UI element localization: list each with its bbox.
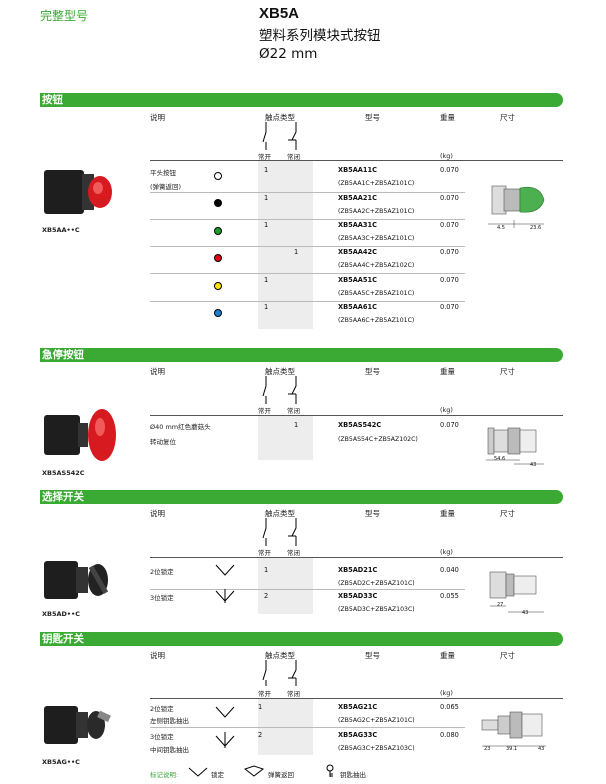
- col-model: 型号: [365, 651, 380, 660]
- col-weight: 重量: [440, 113, 455, 122]
- page-subtitle: 塑料系列模块式按钮: [259, 28, 381, 44]
- color-blue-icon: [214, 309, 222, 317]
- color-white-icon: [214, 172, 222, 180]
- page-diameter: Ø22 mm: [259, 46, 318, 62]
- dimension-drawing-key-switch: [481, 711, 546, 747]
- lock-legend-icon: [188, 767, 208, 777]
- col-no: 常开: [258, 407, 271, 415]
- desc-line: Ø40 mm红色蘑菇头: [150, 423, 211, 431]
- section-bar-pushbutton: 按钮: [40, 93, 563, 107]
- page-title: XB5A: [259, 5, 300, 22]
- product-label: XB5AG••C: [42, 758, 80, 766]
- pushbutton-product-image: [44, 170, 112, 214]
- section-title: 选择开关: [42, 491, 84, 503]
- col-no: 常开: [258, 690, 271, 698]
- col-weight: 重量: [440, 651, 455, 660]
- col-weight: 重量: [440, 509, 455, 518]
- color-black-icon: [214, 199, 222, 207]
- section-bar-selector-switch: 选择开关: [40, 490, 563, 504]
- col-contact-type: 触点类型: [265, 367, 295, 376]
- spring-return-legend-icon: [243, 765, 265, 777]
- col-nc: 常闭: [287, 690, 300, 698]
- color-yellow-icon: [214, 282, 222, 290]
- lock-2pos-icon: [215, 564, 235, 576]
- col-no: 常开: [258, 153, 271, 161]
- key-removal-legend-icon: [326, 764, 334, 777]
- dim-label: 27: [497, 602, 504, 608]
- dim-label: 43: [538, 746, 545, 752]
- contact-column-shade: [258, 558, 313, 614]
- col-contact-type: 触点类型: [265, 113, 295, 122]
- contact-symbol-icon: [262, 376, 297, 404]
- col-size: 尺寸: [500, 509, 515, 518]
- section-title: 按钮: [42, 94, 63, 106]
- desc-line: (弹簧返回): [150, 183, 182, 191]
- col-kg: (kg): [440, 406, 453, 414]
- dimension-drawing-pushbutton: [488, 185, 545, 228]
- lock-3pos-icon: [215, 589, 235, 603]
- legend-lock: 锁定: [211, 771, 224, 779]
- col-weight: 重量: [440, 367, 455, 376]
- col-no: 常开: [258, 549, 271, 557]
- col-nc: 常闭: [287, 407, 300, 415]
- dim-label: 23: [484, 746, 491, 752]
- product-label: XB5AD••C: [42, 610, 80, 618]
- dimension-drawing-selector-switch: [489, 571, 544, 613]
- col-desc: 说明: [150, 367, 165, 376]
- color-red-icon: [214, 254, 222, 262]
- dim-label: 4.5: [497, 225, 505, 231]
- section-bar-key-switch: 钥匙开关: [40, 632, 563, 646]
- contact-symbol-icon: [262, 122, 297, 150]
- col-contact-type: 触点类型: [265, 651, 295, 660]
- section-title: 钥匙开关: [42, 633, 84, 645]
- key-switch-product-image: [44, 706, 111, 744]
- dim-label: 39.1: [506, 746, 518, 752]
- section-title: 急停按钮: [42, 349, 84, 361]
- dim-label: 23.6: [530, 225, 542, 231]
- col-size: 尺寸: [500, 113, 515, 122]
- legend-key: 钥匙抽出: [340, 771, 366, 779]
- col-kg: (kg): [440, 548, 453, 556]
- col-kg: (kg): [440, 152, 453, 160]
- color-green-icon: [214, 227, 222, 235]
- col-model: 型号: [365, 113, 380, 122]
- col-desc: 说明: [150, 651, 165, 660]
- dim-label: 43: [522, 610, 529, 616]
- lock-3pos-icon: [215, 732, 235, 748]
- col-contact-type: 触点类型: [265, 509, 295, 518]
- desc-line: 转动复位: [150, 438, 176, 446]
- desc-line: 平头按钮: [150, 169, 176, 177]
- col-size: 尺寸: [500, 367, 515, 376]
- legend-spring: 弹簧返回: [268, 771, 294, 779]
- lock-2pos-icon: [215, 706, 235, 718]
- col-model: 型号: [365, 509, 380, 518]
- dim-label: 54.6: [494, 456, 506, 462]
- page-category-label: 完整型号: [40, 9, 89, 23]
- emergency-stop-product-image: [44, 409, 116, 461]
- contact-symbol-icon: [262, 518, 297, 546]
- col-kg: (kg): [440, 689, 453, 697]
- col-nc: 常闭: [287, 549, 300, 557]
- col-size: 尺寸: [500, 651, 515, 660]
- col-desc: 说明: [150, 113, 165, 122]
- product-label: XB5AA••C: [42, 226, 80, 234]
- product-label: XB5AS542C: [42, 469, 85, 477]
- selector-switch-product-image: [44, 561, 109, 599]
- contact-symbol-icon: [262, 660, 297, 686]
- col-nc: 常闭: [287, 153, 300, 161]
- contact-column-shade: [258, 416, 313, 460]
- dimension-drawing-emergency-stop: [486, 427, 544, 465]
- col-desc: 说明: [150, 509, 165, 518]
- legend-label: 标记说明:: [150, 771, 179, 779]
- col-model: 型号: [365, 367, 380, 376]
- dim-label: 43: [530, 462, 537, 468]
- section-bar-emergency-stop: 急停按钮: [40, 348, 563, 362]
